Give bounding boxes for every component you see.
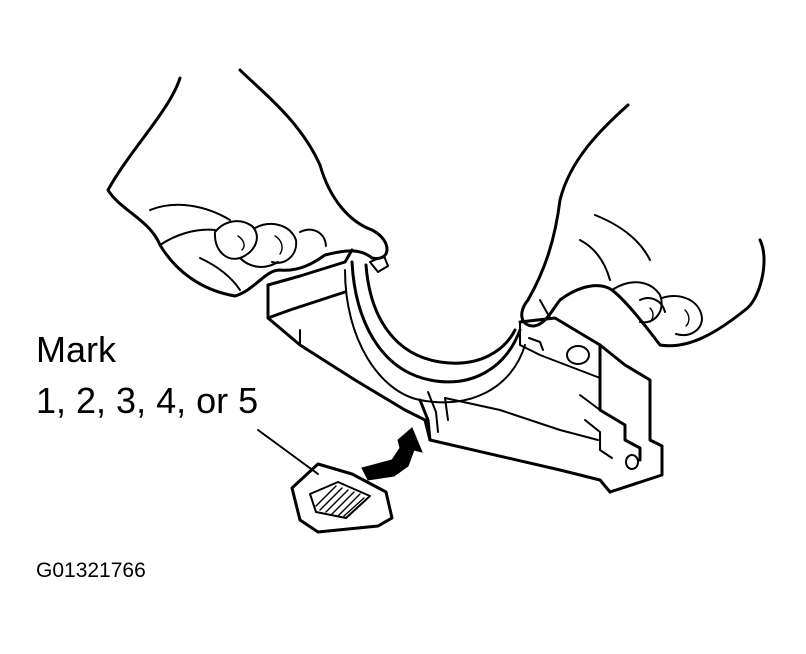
bearing-shell (344, 255, 526, 442)
mark-values: 1, 2, 3, 4, or 5 (36, 380, 259, 421)
mark-title: Mark (36, 329, 116, 370)
left-hand (106, 68, 389, 298)
mark-plate (290, 462, 394, 534)
right-hand (520, 103, 766, 348)
indicator-arrow (361, 427, 423, 481)
mark-hatching (315, 485, 367, 517)
leader-line (257, 429, 319, 475)
figure-id: G01321766 (36, 559, 146, 582)
bearing-cap (266, 248, 664, 494)
